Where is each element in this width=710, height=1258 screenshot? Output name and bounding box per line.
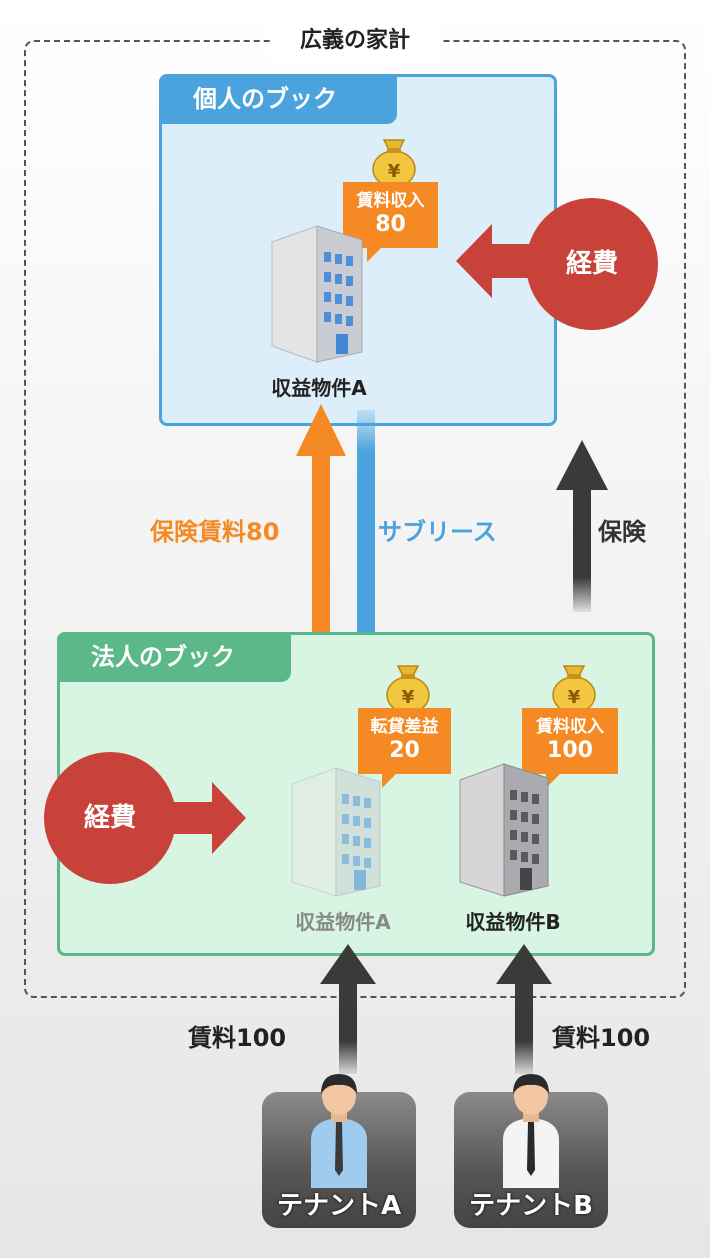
rental-income-callout: 賃料収入 80 xyxy=(343,182,438,262)
rent-a-label: 賃料100 xyxy=(188,1024,287,1052)
building-icon xyxy=(459,763,549,897)
svg-text:¥: ¥ xyxy=(402,687,415,708)
sublease-label: サブリース xyxy=(378,518,497,546)
insurance-label: 保険 xyxy=(598,518,646,546)
money-bag-icon: ¥ xyxy=(552,665,596,714)
corporate-expense-circle: 経費 xyxy=(44,752,176,884)
arrow-icon xyxy=(340,410,392,688)
corporate-building-a-label: 収益物件A xyxy=(295,910,391,934)
household-title: 広義の家計 xyxy=(270,24,440,58)
corporate-rental-income-callout: 賃料収入 100 xyxy=(522,708,618,788)
corporate-rental-income-label: 賃料収入 xyxy=(536,717,604,737)
sublease-profit-label: 転貸差益 xyxy=(370,717,439,737)
svg-text:¥: ¥ xyxy=(568,687,581,708)
insurance-rent-label: 保険賃料80 xyxy=(150,518,280,546)
corporate-rental-income-value: 100 xyxy=(547,738,593,763)
building-a-label: 収益物件A xyxy=(271,376,367,400)
sublease-profit-value: 20 xyxy=(389,738,420,763)
arrow-icon xyxy=(170,782,246,854)
rental-income-value: 80 xyxy=(375,212,406,237)
person-icon xyxy=(503,1074,559,1188)
arrow-icon xyxy=(296,404,346,694)
person-icon xyxy=(311,1074,367,1188)
arrow-icon xyxy=(320,944,376,1074)
building-icon xyxy=(271,225,363,363)
rental-income-label: 賃料収入 xyxy=(356,191,425,211)
personal-expense-circle: 経費 xyxy=(526,198,658,330)
tenant-b-label: テナントB xyxy=(469,1191,593,1221)
arrow-icon xyxy=(496,944,552,1074)
tenant-a-label: テナントA xyxy=(276,1191,402,1221)
sublease-profit-callout: 転貸差益 20 xyxy=(358,708,451,788)
building-icon xyxy=(291,767,381,897)
corporate-book-title: 法人のブック xyxy=(57,632,291,682)
rent-b-label: 賃料100 xyxy=(552,1024,651,1052)
arrow-icon xyxy=(456,224,536,298)
money-bag-icon: ¥ xyxy=(372,139,416,188)
personal-book-title: 個人のブック xyxy=(159,74,397,124)
corporate-building-b-label: 収益物件B xyxy=(465,910,561,934)
tenant-a-card: テナントA xyxy=(262,1074,416,1228)
money-bag-icon: ¥ xyxy=(386,665,430,714)
tenant-b-card: テナントB xyxy=(454,1074,608,1228)
svg-text:¥: ¥ xyxy=(388,161,401,182)
arrow-icon xyxy=(556,440,608,612)
